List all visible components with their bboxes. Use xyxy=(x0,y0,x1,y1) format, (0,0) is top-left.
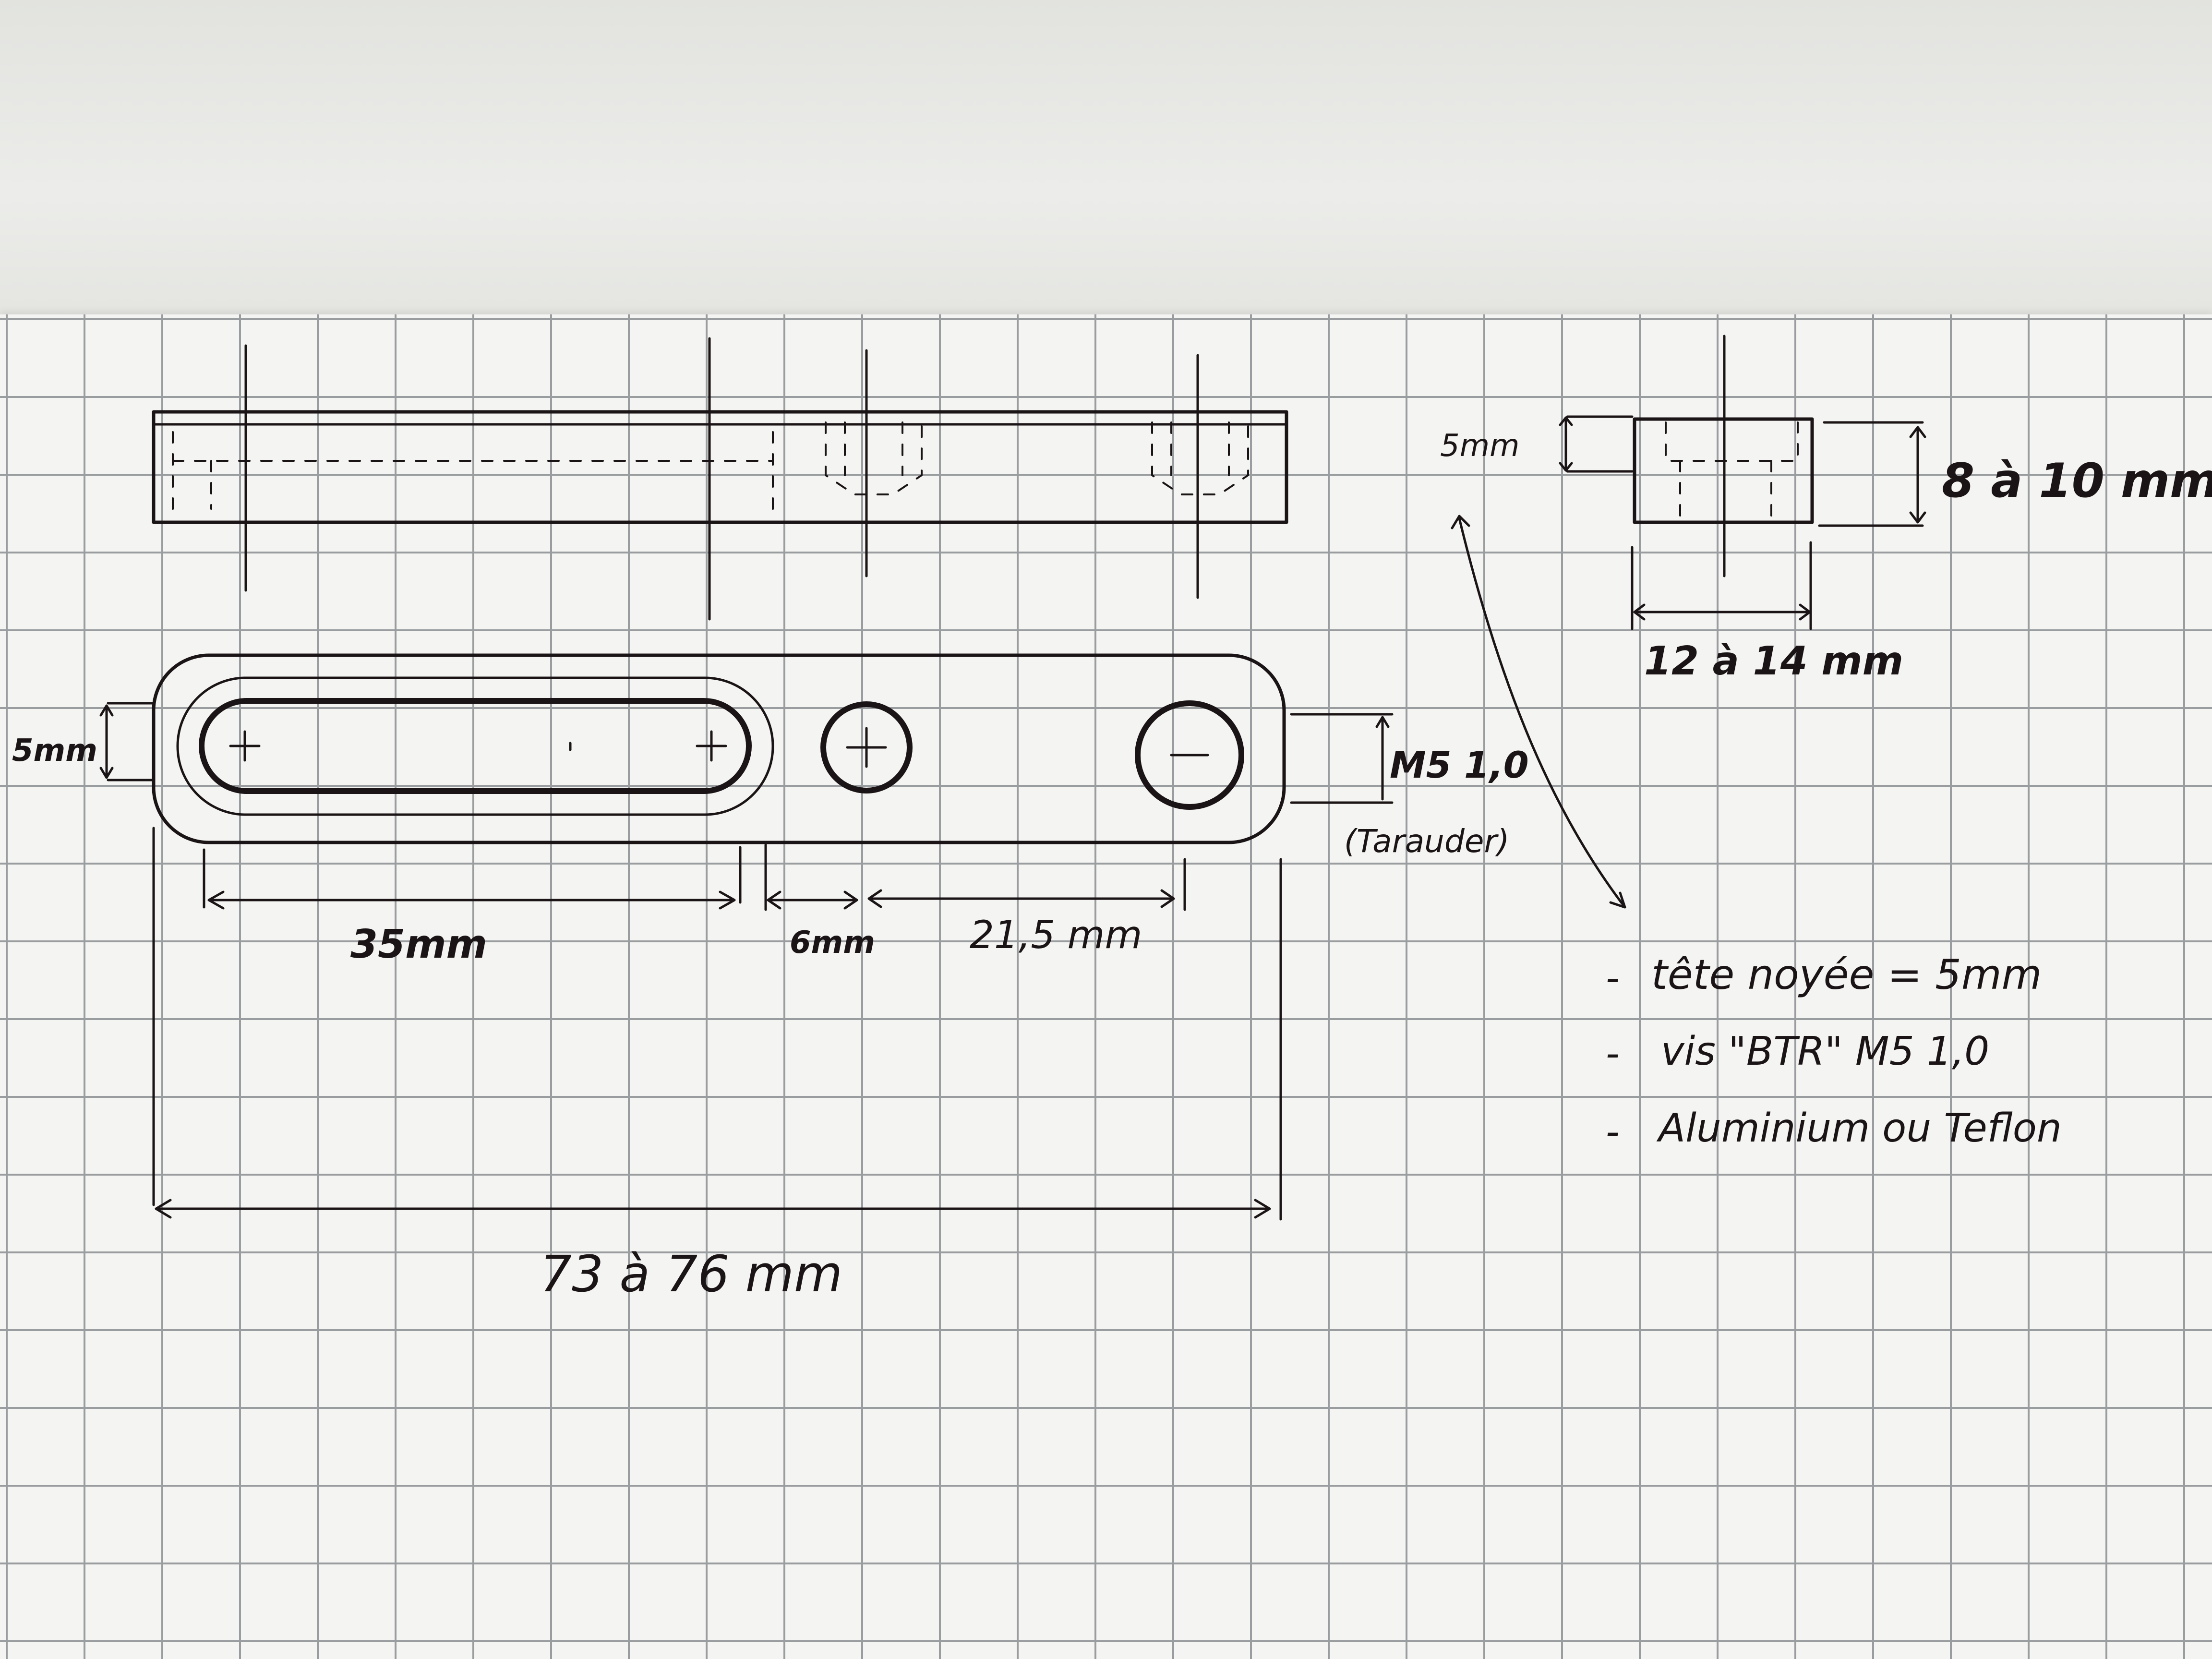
note-countersunk: tête noyée = 5mm xyxy=(1651,951,2042,999)
dim-total-arrow xyxy=(155,1199,1271,1219)
label-slot-length: 35mm xyxy=(350,922,487,967)
dim-spacing-arrow xyxy=(867,889,1175,908)
slot-center-marks xyxy=(229,730,727,762)
label-5mm-left: 5mm xyxy=(12,733,97,769)
leader-arrow xyxy=(1451,515,1626,909)
end-view xyxy=(1559,335,1926,630)
hole-1-hidden-lines xyxy=(825,421,923,495)
label-total-length: 73 à 76 mm xyxy=(540,1245,842,1303)
hole-1-center-mark xyxy=(846,727,887,768)
slot-hidden-lines xyxy=(172,431,774,510)
label-height: 8 à 10 mm xyxy=(1942,454,2212,508)
side-view-outline xyxy=(152,410,1288,524)
counterbore-slot-outline xyxy=(176,676,774,816)
side-elevation-view xyxy=(152,337,1288,621)
dim-thread xyxy=(1290,713,1394,804)
extension-lines xyxy=(152,827,1282,1221)
label-thread-note: (Tarauder) xyxy=(1344,823,1509,860)
graph-paper-sheet xyxy=(0,314,2212,1659)
note-screw: vis "BTR" M5 1,0 xyxy=(1661,1029,1989,1074)
note-bullet: - xyxy=(1606,1109,1620,1154)
background-wall xyxy=(0,0,2212,322)
hole-2-hidden-lines xyxy=(1151,421,1249,495)
dim-5mm-right xyxy=(1559,415,1634,473)
hole-1 xyxy=(820,701,913,793)
dim-height xyxy=(1818,421,1926,527)
end-view-hidden-lines xyxy=(1665,421,1799,519)
dim-width xyxy=(1631,541,1812,630)
dim-gap-arrow xyxy=(767,890,858,910)
plan-view xyxy=(99,653,1394,1221)
hole-2 xyxy=(1135,700,1244,810)
label-gap: 6mm xyxy=(790,925,875,961)
label-spacing: 21,5 mm xyxy=(970,913,1142,957)
plan-outline xyxy=(152,653,1286,844)
dim-5mm-left xyxy=(99,702,155,781)
dim-slot-arrow xyxy=(207,890,736,910)
label-width: 12 à 14 mm xyxy=(1644,638,1903,684)
note-bullet: - xyxy=(1606,956,1620,1000)
label-5mm-right: 5mm xyxy=(1440,428,1519,464)
note-material: Aluminium ou Teflon xyxy=(1656,1106,2062,1151)
note-bullet: - xyxy=(1606,1031,1620,1076)
notes-list: - tête noyée = 5mm - vis "BTR" M5 1,0 - … xyxy=(1606,951,2062,1154)
slot-outline xyxy=(199,698,752,794)
label-thread: M5 1,0 xyxy=(1390,744,1529,786)
